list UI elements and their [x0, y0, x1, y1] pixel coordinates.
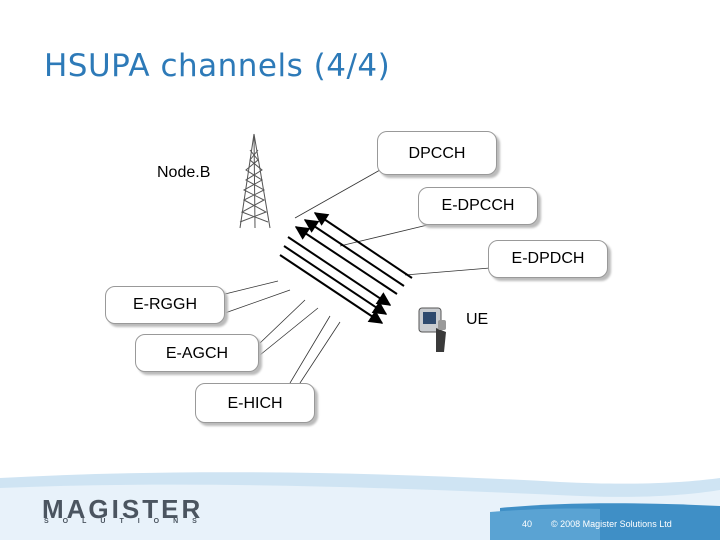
channel-label: E-RGGH: [133, 296, 197, 313]
callout-connectors: [224, 169, 491, 384]
downlink-arrow: [283, 245, 388, 315]
downlink-arrow: [287, 236, 392, 306]
channel-callout-dpcch: DPCCH: [377, 131, 497, 175]
channel-arrows: [279, 212, 413, 324]
footer-band: [0, 472, 720, 540]
slide-title: HSUPA channels (4/4): [44, 48, 391, 84]
channel-label: E-DPCCH: [441, 197, 515, 214]
channel-callout-e-dpdch: E-DPDCH: [488, 240, 608, 278]
downlink-arrow: [279, 254, 384, 324]
uplink-arrow: [303, 219, 405, 287]
node-b-label: Node.B: [157, 164, 211, 181]
ue-label: UE: [466, 311, 489, 328]
channel-label: E-AGCH: [165, 345, 229, 362]
channel-label: E-DPDCH: [511, 250, 585, 267]
uplink-arrow: [313, 212, 413, 279]
channel-callout-e-hich: E-HICH: [195, 383, 315, 423]
copyright-notice: © 2008 Magister Solutions Ltd: [551, 519, 672, 529]
channel-label: E-HICH: [227, 395, 283, 412]
page-number: 40: [522, 519, 533, 529]
brand-logo: MAGISTER: [42, 494, 204, 524]
channel-label: DPCCH: [408, 145, 466, 162]
channel-callout-e-rggh: E-RGGH: [105, 286, 225, 324]
phone-icon: [418, 307, 446, 352]
tower-icon: [239, 133, 271, 229]
brand-logo-subtitle: SOLUTIONS: [44, 518, 211, 525]
uplink-arrow: [294, 226, 398, 295]
channel-callout-e-agch: E-AGCH: [135, 334, 259, 372]
channel-callout-e-dpcch: E-DPCCH: [418, 187, 538, 225]
